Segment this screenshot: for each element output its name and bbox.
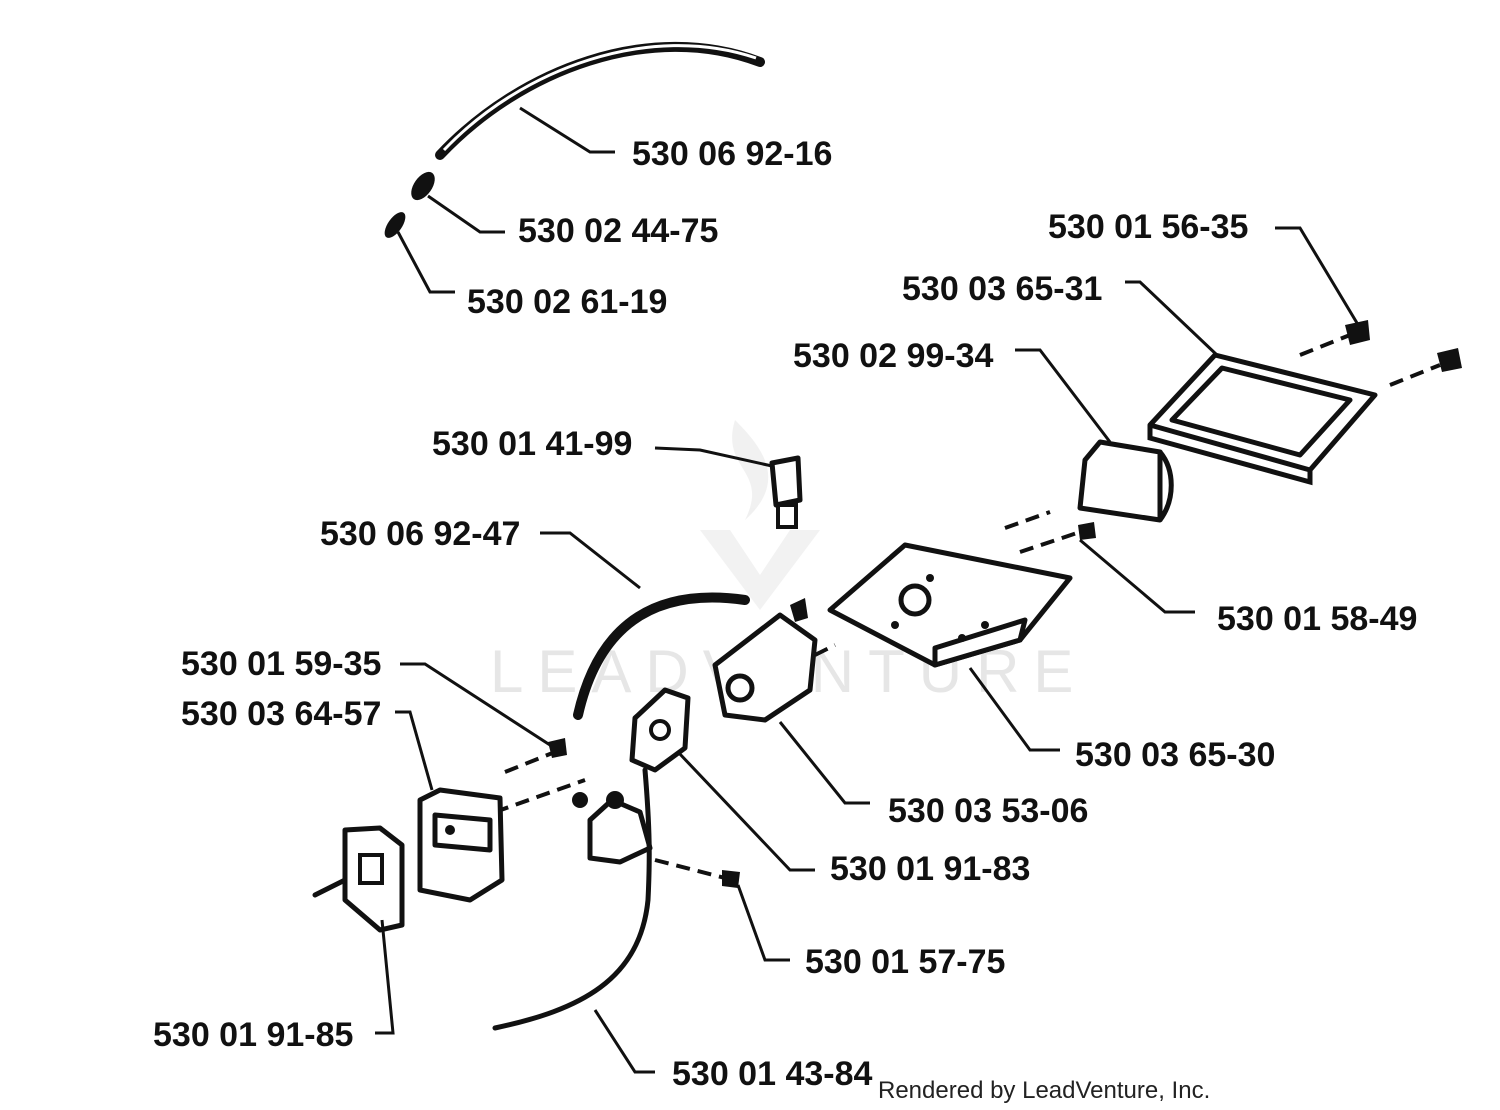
fuel-hose-middle-part: [573, 592, 750, 720]
return-hose-part: [492, 767, 652, 1031]
part-label: 530 01 91-85: [153, 1016, 353, 1054]
part-label: 530 06 92-16: [632, 135, 832, 173]
part-label: 530 01 43-84: [672, 1055, 872, 1093]
intake-adapter-part: [417, 787, 505, 903]
screw-part-lower: [1389, 348, 1462, 387]
part-label: 530 02 44-75: [518, 212, 718, 250]
insulator-plate-part: [312, 825, 405, 933]
part-label: 530 01 58-49: [1217, 600, 1417, 638]
bolt-part-upper: [504, 750, 556, 774]
watermark-logo: [700, 420, 820, 610]
bolt-part-lower: [494, 778, 586, 814]
part-label: 530 03 65-31: [902, 270, 1102, 308]
part-label: 530 03 53-06: [888, 792, 1088, 830]
carburetor-part: [712, 598, 836, 723]
elbow-fitting-part: [572, 791, 653, 865]
carburetor-gasket-part: [629, 687, 691, 773]
leader-lines: [375, 106, 1362, 1074]
air-filter-part: [1077, 439, 1174, 523]
filter-cap-part: [384, 212, 406, 238]
part-label: 530 02 99-34: [793, 337, 993, 375]
part-label: 530 01 91-83: [830, 850, 1030, 888]
part-label: 530 02 61-19: [467, 283, 667, 321]
render-credit: Rendered by LeadVenture, Inc.: [878, 1077, 1210, 1104]
part-label: 530 01 56-35: [1048, 208, 1248, 246]
part-label: 530 03 64-57: [181, 695, 381, 733]
part-label: 530 01 57-75: [805, 943, 1005, 981]
part-label: 530 01 59-35: [181, 645, 381, 683]
screw-part-middle: [1004, 510, 1096, 554]
part-label: 530 06 92-47: [320, 515, 520, 553]
screw-part-upper: [1299, 320, 1370, 357]
screw-part-bottom: [654, 858, 740, 888]
part-label: 530 03 65-30: [1075, 736, 1275, 774]
part-label: 530 01 41-99: [432, 425, 632, 463]
air-filter-housing-part: [827, 542, 1073, 668]
primer-plug-part: [769, 455, 803, 529]
fuel-filter-part: [411, 171, 435, 201]
air-filter-cover-part: [1147, 352, 1378, 486]
